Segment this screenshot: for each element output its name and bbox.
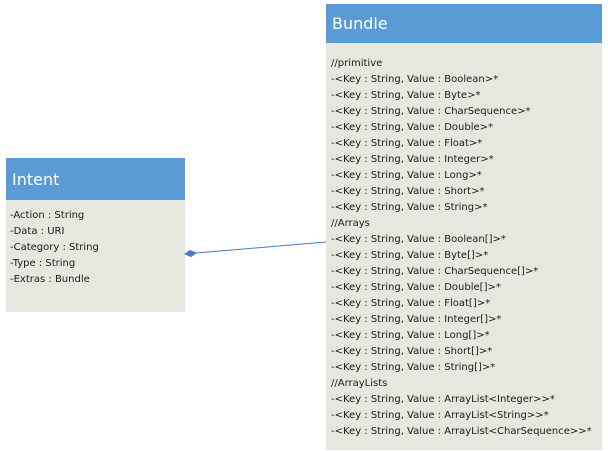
bundle-section-comment: //ArrayLists [331,378,388,389]
bundle-attribute: -<Key : String, Value : ArrayList<String… [331,410,549,421]
connector-line [195,241,327,254]
bundle-class-header: Bundle [326,4,602,43]
bundle-attribute: -<Key : String, Value : Integer[]>* [331,314,502,325]
intent-attribute: -Data : URI [10,226,65,237]
composition-diamond-icon [183,249,198,258]
bundle-attribute: -<Key : String, Value : Float[]>* [331,298,491,309]
intent-attribute: -Action : String [10,210,85,221]
bundle-attribute: -<Key : String, Value : Double>* [331,122,494,133]
bundle-attribute: -<Key : String, Value : Boolean>* [331,74,499,85]
intent-class-header: Intent [6,158,185,200]
intent-class-name: Intent [12,169,60,189]
bundle-attribute: -<Key : String, Value : Byte>* [331,90,481,101]
bundle-attribute: -<Key : String, Value : String>* [331,202,488,213]
bundle-attribute: -<Key : String, Value : Float>* [331,138,483,149]
bundle-attribute: -<Key : String, Value : CharSequence[]>* [331,266,539,277]
bundle-attribute: -<Key : String, Value : String[]>* [331,362,496,373]
bundle-attribute: -<Key : String, Value : ArrayList<CharSe… [331,426,592,437]
bundle-attribute: -<Key : String, Value : Short[]>* [331,346,493,357]
intent-class: Intent -Action : String -Data : URI -Cat… [6,158,185,312]
bundle-attribute: -<Key : String, Value : Double[]>* [331,282,501,293]
bundle-attribute: -<Key : String, Value : Integer>* [331,154,494,165]
bundle-section-comment: //primitive [331,58,383,69]
bundle-attribute: -<Key : String, Value : Boolean[]>* [331,234,506,245]
bundle-attribute: -<Key : String, Value : Byte[]>* [331,250,489,261]
bundle-attributes: //primitive -<Key : String, Value : Bool… [326,43,602,440]
bundle-attribute: -<Key : String, Value : Long>* [331,170,482,181]
intent-attribute: -Type : String [10,258,76,269]
bundle-section-comment: //Arrays [331,218,370,229]
intent-attribute: -Extras : Bundle [10,274,90,285]
bundle-attribute: -<Key : String, Value : ArrayList<Intege… [331,394,555,405]
intent-attributes: -Action : String -Data : URI -Category :… [6,200,185,288]
bundle-attribute: -<Key : String, Value : Long[]>* [331,330,490,341]
bundle-attribute: -<Key : String, Value : CharSequence>* [331,106,531,117]
intent-attribute: -Category : String [10,242,99,253]
bundle-attribute: -<Key : String, Value : Short>* [331,186,485,197]
bundle-class-name: Bundle [332,14,388,33]
bundle-class: Bundle //primitive -<Key : String, Value… [326,4,602,450]
